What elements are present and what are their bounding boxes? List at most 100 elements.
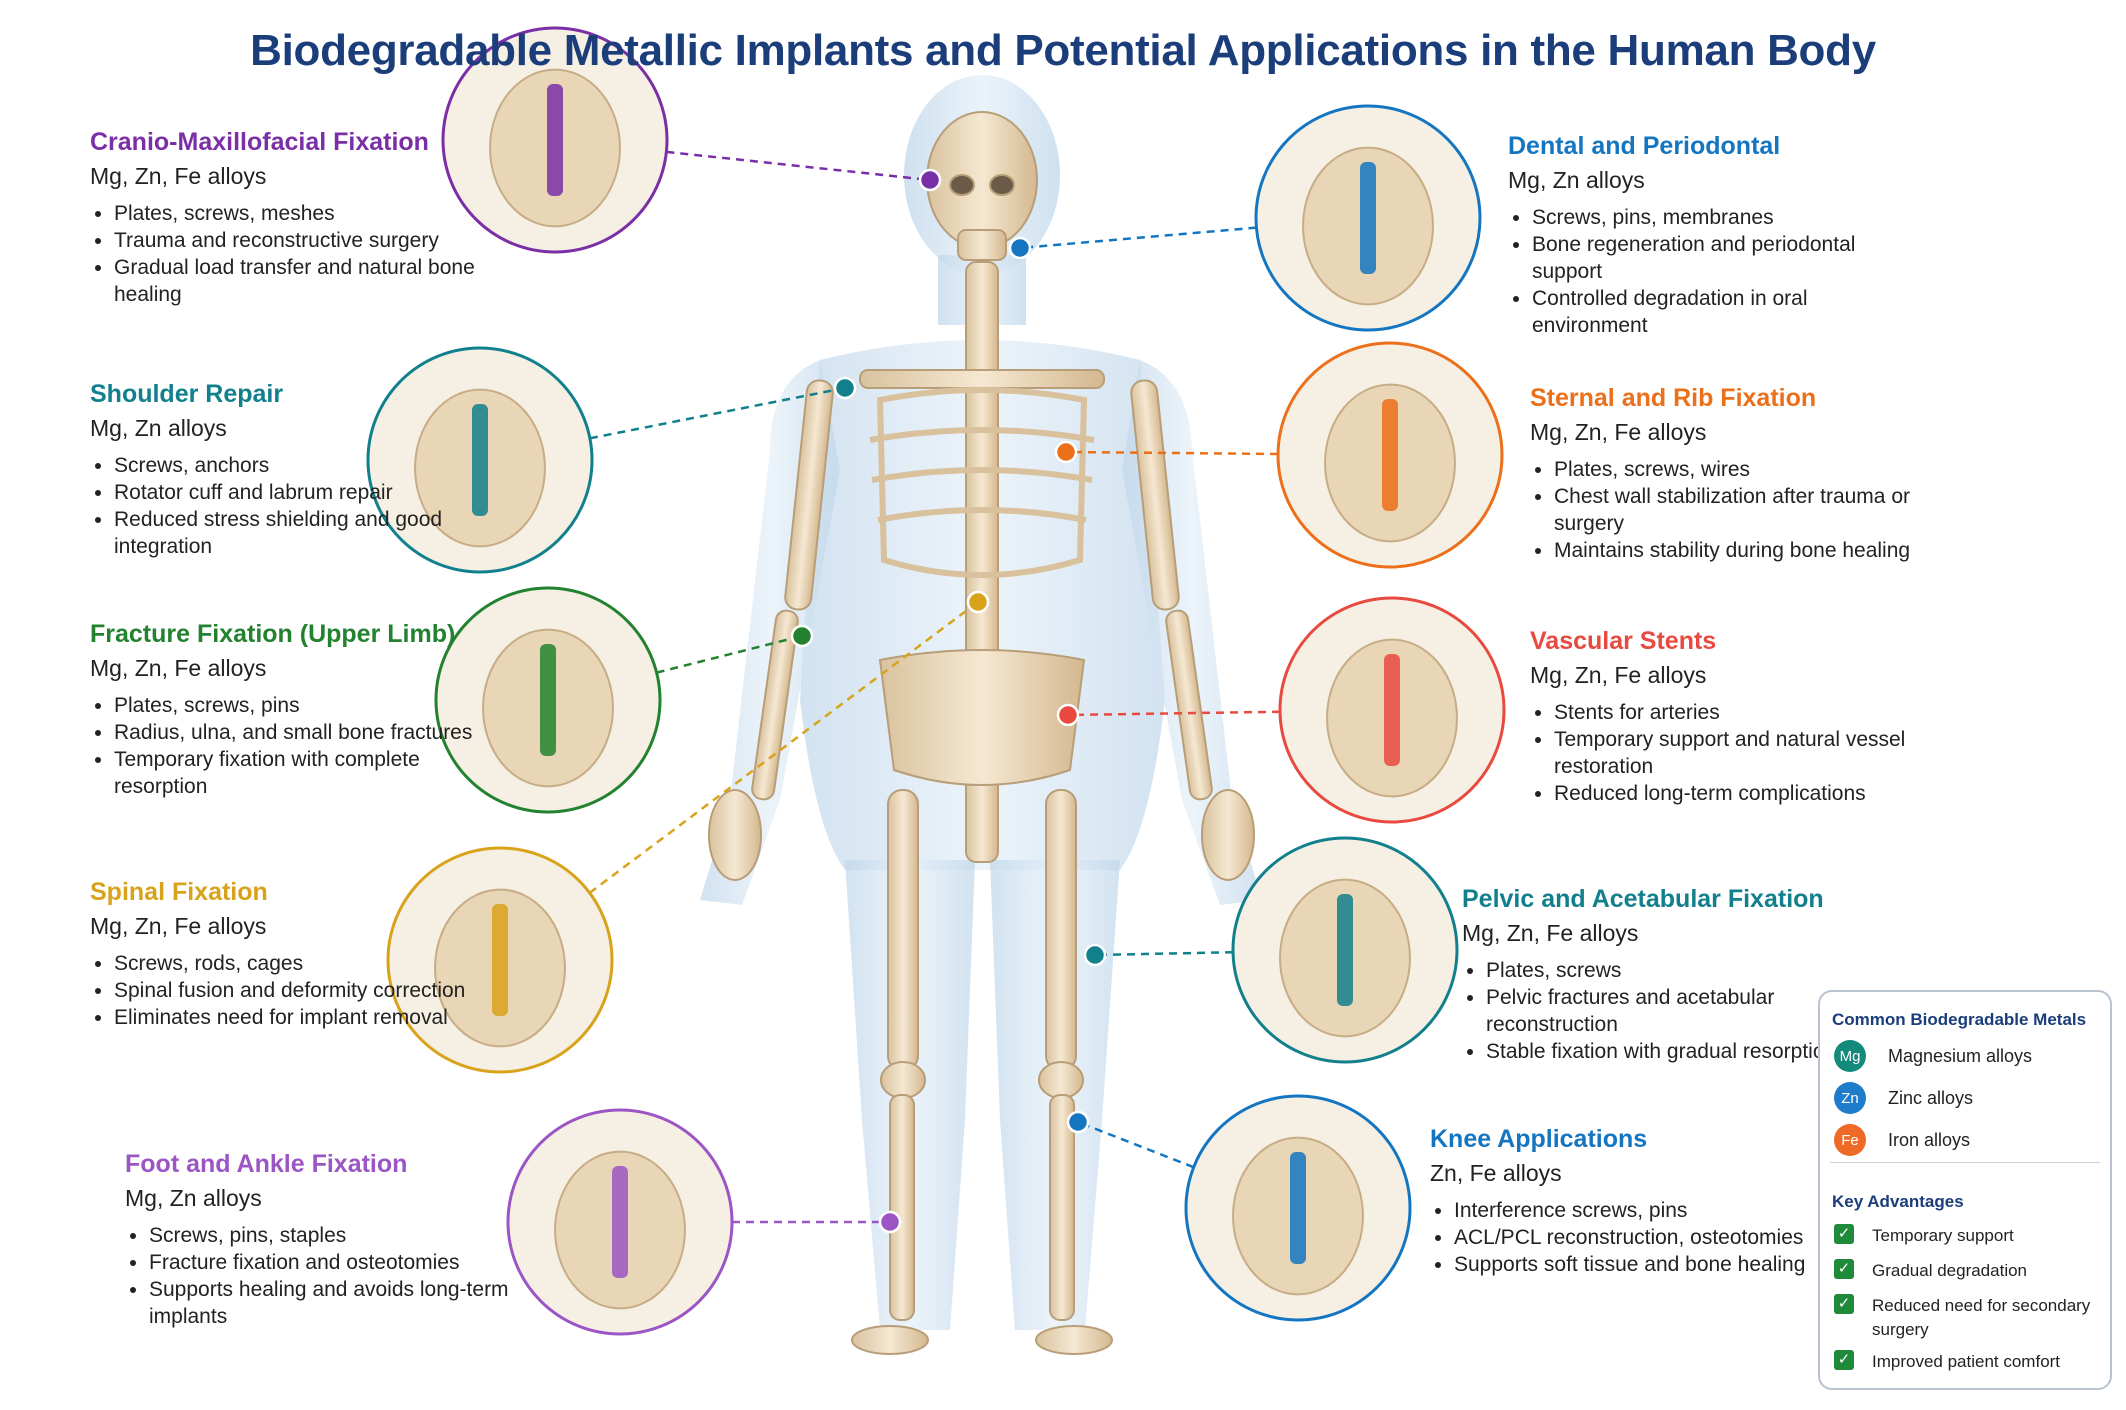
bullet-list: Plates, screws, meshesTrauma and reconst…: [90, 200, 510, 308]
stent-icon: [1278, 596, 1506, 824]
alloy-list: Mg, Zn, Fe alloys: [1530, 419, 1707, 445]
bullet-item: Spinal fusion and deformity correction: [114, 977, 510, 1004]
bullet-item: ACL/PCL reconstruction, osteotomies: [1454, 1224, 1850, 1251]
anchor-dot: [1054, 440, 1078, 464]
bullet-item: Pelvic fractures and acetabular reconstr…: [1486, 984, 1882, 1038]
advantage-item: ✓ Gradual degradation: [1834, 1259, 2102, 1283]
alloy-list: Mg, Zn, Fe alloys: [90, 655, 267, 681]
shoulder-joint-icon: [366, 346, 594, 574]
anchor-dot: [878, 1210, 902, 1234]
bullet-item: Temporary fixation with complete resorpt…: [114, 746, 510, 800]
bullet-item: Bone regeneration and periodontal suppor…: [1532, 231, 1928, 285]
anchor-dot: [1008, 236, 1032, 260]
legend-item-iron: Fe Iron alloys: [1834, 1122, 1970, 1158]
bullet-list: Screws, anchorsRotator cuff and labrum r…: [90, 452, 510, 560]
alloy-list: Mg, Zn alloys: [125, 1185, 262, 1211]
page-title: Biodegradable Metallic Implants and Pote…: [250, 26, 1876, 75]
connector-line: [588, 600, 979, 894]
bullet-item: Plates, screws, wires: [1554, 456, 1950, 483]
bullet-item: Screws, pins, membranes: [1532, 204, 1928, 231]
bullet-item: Plates, screws: [1486, 957, 1882, 984]
advantage-item: ✓ Reduced need for secondary surgery: [1834, 1294, 2102, 1342]
bullet-item: Gradual load transfer and natural bone h…: [114, 254, 510, 308]
fe-badge-icon: Fe: [1834, 1124, 1866, 1156]
legend-title: Common Biodegradable Metals: [1832, 1010, 2087, 1029]
alloy-list: Mg, Zn alloys: [1508, 167, 1645, 193]
application-title: Vascular Stents: [1530, 627, 1717, 655]
anchor-dot: [918, 168, 942, 192]
bullet-item: Radius, ulna, and small bone fractures: [114, 719, 510, 746]
bullet-item: Rotator cuff and labrum repair: [114, 479, 510, 506]
mg-badge-icon: Mg: [1834, 1040, 1866, 1072]
alloy-list: Zn, Fe alloys: [1430, 1160, 1562, 1186]
application-title: Cranio-Maxillofacial Fixation: [90, 128, 429, 156]
legend-divider: [1830, 1162, 2100, 1163]
connector-line: [666, 150, 931, 182]
foot-ankle-icon: [506, 1108, 734, 1336]
bullet-item: Controlled degradation in oral environme…: [1532, 285, 1928, 339]
advantage-item: ✓ Temporary support: [1834, 1224, 2102, 1248]
bullet-item: Reduced long-term complications: [1554, 780, 1950, 807]
zn-badge-icon: Zn: [1834, 1082, 1866, 1114]
spine-rods-icon: [386, 846, 614, 1074]
application-title: Pelvic and Acetabular Fixation: [1462, 885, 1824, 913]
bullet-item: Stable fixation with gradual resorption: [1486, 1038, 1882, 1065]
bullet-list: Plates, screws, wiresChest wall stabiliz…: [1530, 456, 1950, 564]
bullet-item: Stents for arteries: [1554, 699, 1950, 726]
legend-label: Magnesium alloys: [1888, 1045, 2033, 1066]
connector-line: [589, 386, 846, 440]
bullet-item: Supports healing and avoids long-term im…: [149, 1276, 545, 1330]
anchor-dot: [833, 376, 857, 400]
skull-icon: [441, 26, 669, 254]
bullet-item: Trauma and reconstructive surgery: [114, 227, 510, 254]
application-title: Shoulder Repair: [90, 380, 284, 408]
advantage-label: Improved patient comfort: [1872, 1352, 2061, 1371]
dental-implant-icon: [1254, 104, 1482, 332]
bullet-list: Screws, rods, cagesSpinal fusion and def…: [90, 950, 510, 1031]
application-title: Dental and Periodontal: [1508, 132, 1781, 160]
connector-line: [656, 634, 803, 674]
illustration-circles: [366, 26, 1506, 1336]
bullet-item: Screws, anchors: [114, 452, 510, 479]
bullet-item: Plates, screws, pins: [114, 692, 510, 719]
bullet-list: Interference screws, pinsACL/PCL reconst…: [1430, 1197, 1850, 1278]
alloy-list: Mg, Zn, Fe alloys: [1462, 920, 1639, 946]
bullet-item: Fracture fixation and osteotomies: [149, 1249, 545, 1276]
advantage-item: ✓ Improved patient comfort: [1834, 1350, 2102, 1374]
knee-icon: [1184, 1094, 1412, 1322]
bullet-item: Eliminates need for implant removal: [114, 1004, 510, 1031]
pelvis-icon: [1231, 836, 1459, 1064]
legend-label: Zinc alloys: [1888, 1087, 1974, 1108]
sternum-icon: [1276, 341, 1504, 569]
connector-line: [1019, 226, 1257, 250]
anchor-dot: [1083, 943, 1107, 967]
advantage-label: Reduced need for secondary surgery: [1872, 1296, 2091, 1339]
anchor-dot: [1056, 703, 1080, 727]
anchor-dot: [790, 624, 814, 648]
application-title: Spinal Fixation: [90, 878, 268, 906]
advantage-label: Gradual degradation: [1872, 1261, 2028, 1280]
bullet-item: Screws, pins, staples: [149, 1222, 545, 1249]
application-title: Sternal and Rib Fixation: [1530, 384, 1817, 412]
bullet-list: Screws, pins, staplesFracture fixation a…: [125, 1222, 545, 1330]
alloy-list: Mg, Zn alloys: [90, 415, 227, 441]
bullet-item: Supports soft tissue and bone healing: [1454, 1251, 1850, 1278]
metals-legend: Common Biodegradable Metals Mg Magnesium…: [1818, 990, 2112, 1390]
application-title: Knee Applications: [1430, 1125, 1648, 1153]
application-card: Fracture Fixation (Upper Limb) Mg, Zn, Fe…: [90, 620, 510, 800]
anchor-dot: [966, 590, 990, 614]
application-title: Fracture Fixation (Upper Limb): [90, 620, 456, 648]
forearm-plate-icon: [434, 586, 662, 814]
bullet-item: Temporary support and natural vessel res…: [1554, 726, 1950, 780]
connector-line: [1077, 1120, 1195, 1169]
skeleton: [708, 111, 1255, 1355]
bullet-list: Plates, screws, pinsRadius, ulna, and sm…: [90, 692, 510, 800]
checkmark-icon: ✓: [1834, 1350, 1854, 1370]
bullet-item: Reduced stress shielding and good integr…: [114, 506, 510, 560]
bullet-item: Plates, screws, meshes: [114, 200, 510, 227]
